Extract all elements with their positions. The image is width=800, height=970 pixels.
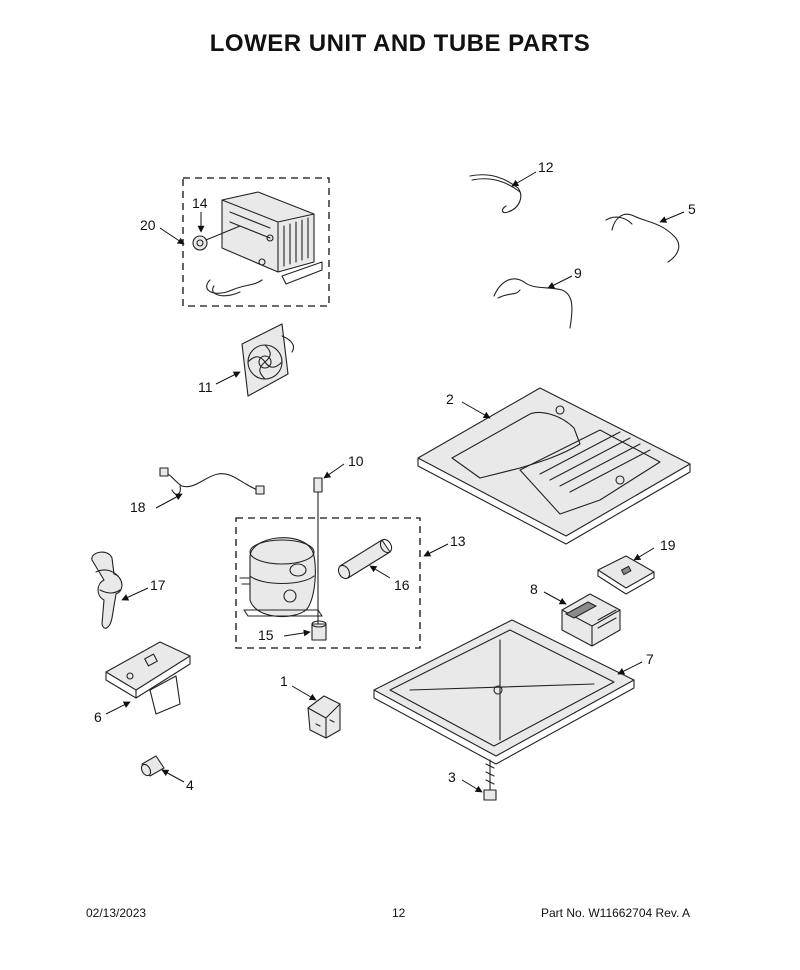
part-5-tube-end — [605, 216, 633, 225]
part-19-board — [597, 555, 655, 595]
part-13-compressor — [239, 537, 323, 618]
footer-part-number: Part No. W11662704 Rev. A — [541, 906, 690, 920]
part-14-grommet — [192, 225, 241, 251]
part-12-tube — [469, 174, 522, 214]
callout-18: 18 — [130, 499, 146, 515]
callout-19: 19 — [660, 537, 676, 553]
part-10-start-relay-wire — [313, 477, 323, 629]
callout-10: 10 — [348, 453, 364, 469]
part-15-grommet — [311, 620, 327, 641]
part-9-tube — [493, 278, 573, 329]
part-2-base-pan — [417, 387, 691, 545]
callout-5: 5 — [688, 201, 696, 217]
callout-7: 7 — [646, 651, 654, 667]
callout-1: 1 — [280, 673, 288, 689]
callout-3: 3 — [448, 769, 456, 785]
part-17-drain-hose — [91, 551, 123, 629]
part-12-tube-outline — [471, 178, 521, 193]
callout-16: 16 — [394, 577, 410, 593]
callout-2: 2 — [446, 391, 454, 407]
callout-15: 15 — [258, 627, 274, 643]
footer-date: 02/13/2023 — [86, 906, 147, 920]
page-title: LOWER UNIT AND TUBE PARTS — [209, 30, 591, 57]
part-18-wire-harness — [159, 467, 265, 495]
callout-6: 6 — [94, 709, 102, 725]
part-3-screw — [483, 759, 497, 801]
callout-14: 14 — [192, 195, 208, 211]
callout-12: 12 — [538, 159, 554, 175]
part-20-condenser-assembly — [206, 191, 323, 297]
callout-20: 20 — [140, 217, 156, 233]
part-4-spacer — [140, 755, 165, 777]
part-7-heater-plate — [373, 619, 635, 765]
footer-page-number: 12 — [392, 906, 406, 920]
part-11-fan-assembly — [241, 323, 295, 397]
callout-8: 8 — [530, 581, 538, 597]
callout-4: 4 — [186, 777, 194, 793]
part-5-tube — [611, 213, 680, 263]
part-16-filter-drier — [337, 538, 393, 580]
part-9-tube-end — [497, 289, 521, 299]
part-8-control-module — [561, 593, 621, 647]
callout-17: 17 — [150, 577, 166, 593]
part-6-bracket — [105, 641, 191, 715]
callout-9: 9 — [574, 265, 582, 281]
callout-11: 11 — [198, 379, 213, 395]
callout-13: 13 — [450, 533, 466, 549]
part-1-valve — [307, 695, 341, 739]
